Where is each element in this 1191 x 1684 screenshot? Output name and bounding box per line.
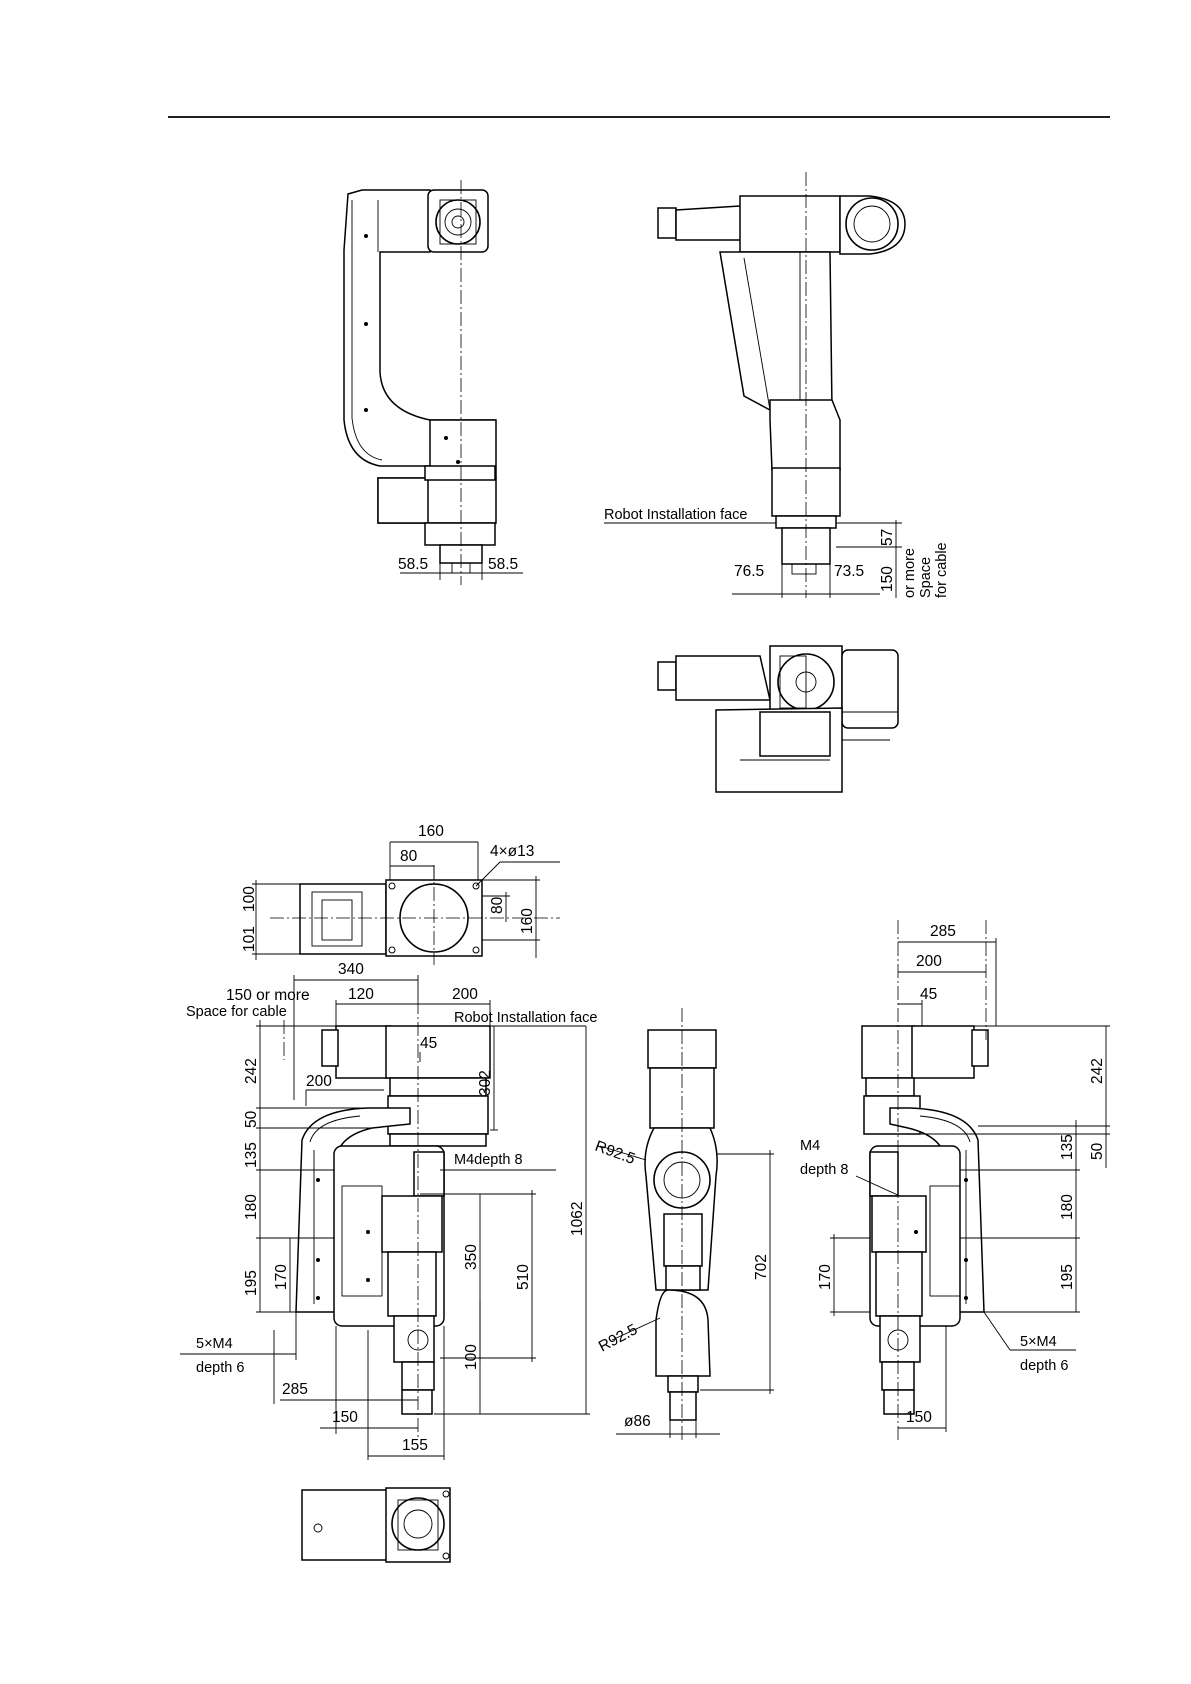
cable-note-2: Space <box>918 557 934 598</box>
dim-58-5-right: 58.5 <box>488 556 518 573</box>
dim-86: ø86 <box>624 1413 651 1430</box>
front-view-main: R92.5 R92.5 702 ø86 <box>593 1008 774 1440</box>
front-view-top: Robot Installation face 57 150 or more S… <box>604 172 950 598</box>
base-holes-label: 4×ø13 <box>490 843 534 860</box>
base-dim-160-top: 160 <box>418 823 444 840</box>
rear-dim-200: 200 <box>916 953 942 970</box>
top-view-right <box>657 645 899 793</box>
rear-m4-label: M4 <box>800 1138 820 1154</box>
dim-100: 100 <box>463 1344 480 1370</box>
rear-holes-label: 5×M4 <box>1020 1334 1057 1350</box>
dim-285: 285 <box>282 1381 308 1398</box>
bottom-view <box>301 1487 451 1563</box>
dim-76-5: 76.5 <box>734 563 764 580</box>
rear-dim-170: 170 <box>817 1264 834 1290</box>
cable-note-3: for cable <box>934 542 950 598</box>
dim-702: 702 <box>753 1254 770 1280</box>
dim-302: 302 <box>477 1070 494 1096</box>
side-installation-label: Robot Installation face <box>454 1010 597 1026</box>
dim-510: 510 <box>515 1264 532 1290</box>
dim-350: 350 <box>463 1244 480 1270</box>
dim-58-5-left: 58.5 <box>398 556 428 573</box>
dim-135: 135 <box>243 1142 260 1168</box>
dim-150-cable: 150 <box>879 566 896 592</box>
rear-dim-50: 50 <box>1089 1142 1106 1160</box>
dim-340: 340 <box>338 961 364 978</box>
rear-dim-195: 195 <box>1059 1264 1076 1290</box>
rear-dim-242: 242 <box>1089 1058 1106 1084</box>
dim-45: 45 <box>420 1035 437 1052</box>
dim-170: 170 <box>273 1264 290 1290</box>
radius-top: R92.5 <box>593 1138 638 1168</box>
base-dim-101: 101 <box>241 926 258 952</box>
rear-view-main: 285 200 45 242 50 135 180 195 170 M4 dep… <box>800 920 1110 1440</box>
rear-dim-45: 45 <box>920 986 937 1003</box>
side-view-top: 58.5 58.5 <box>343 180 523 585</box>
dim-73-5: 73.5 <box>834 563 864 580</box>
rear-dim-150: 150 <box>906 1409 932 1426</box>
dim-200-top: 200 <box>452 986 478 1003</box>
side-holes-label: 5×M4 <box>196 1336 233 1352</box>
dim-150-or-more: 150 or more <box>226 987 310 1004</box>
rear-dim-285: 285 <box>930 923 956 940</box>
cable-note-1: or more <box>902 548 918 598</box>
side-holes-depth: depth 6 <box>196 1360 244 1376</box>
front-installation-label: Robot Installation face <box>604 507 747 523</box>
space-for-cable-label: Space for cable <box>186 1004 287 1020</box>
rear-holes-depth: depth 6 <box>1020 1358 1068 1374</box>
dim-120: 120 <box>348 986 374 1003</box>
dim-1062: 1062 <box>569 1202 586 1236</box>
radius-bottom: R92.5 <box>596 1321 641 1355</box>
dim-180: 180 <box>243 1194 260 1220</box>
base-dim-80-top: 80 <box>400 848 418 865</box>
m4-depth-8-label: M4depth 8 <box>454 1152 523 1168</box>
rear-dim-180: 180 <box>1059 1194 1076 1220</box>
base-flange-view: 160 80 4×ø13 100 101 80 160 <box>241 823 560 965</box>
dim-50: 50 <box>243 1110 260 1128</box>
dim-200-side: 200 <box>306 1073 332 1090</box>
side-view-main: 340 150 or more 120 200 Space for cable … <box>180 961 597 1460</box>
base-dim-160-right: 160 <box>519 908 536 934</box>
rear-dim-135: 135 <box>1059 1134 1076 1160</box>
dim-155: 155 <box>402 1437 428 1454</box>
rear-m4-depth: depth 8 <box>800 1162 848 1178</box>
dim-195: 195 <box>243 1270 260 1296</box>
dim-242: 242 <box>243 1058 260 1084</box>
dim-150: 150 <box>332 1409 358 1426</box>
base-dim-80-right: 80 <box>489 896 506 914</box>
base-dim-100: 100 <box>241 886 258 912</box>
dim-57: 57 <box>879 529 896 546</box>
